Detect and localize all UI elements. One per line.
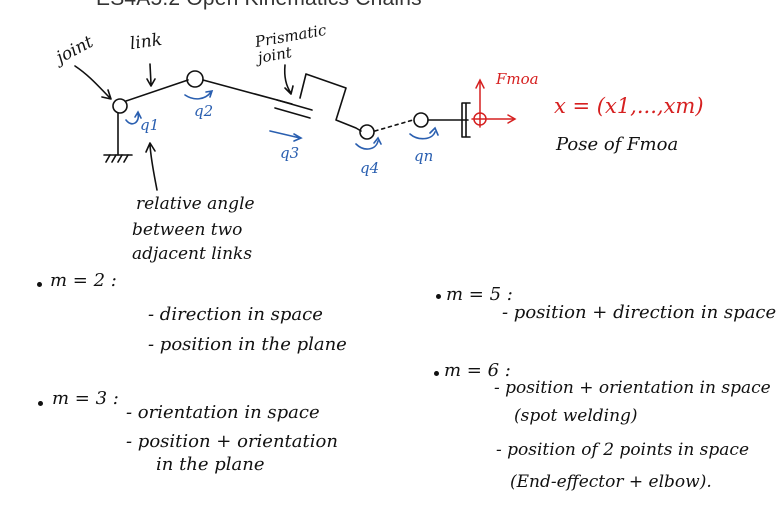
joint-2 bbox=[186, 70, 204, 88]
label-q1: q1 bbox=[140, 116, 160, 134]
link-1 bbox=[125, 79, 189, 102]
label-pose-text: Pose of Fmoa bbox=[556, 134, 679, 155]
label-qn: qn bbox=[414, 147, 434, 165]
label-q2: q2 bbox=[194, 102, 214, 120]
note-m6-item-1: - position + orientation in space bbox=[494, 378, 771, 398]
q1-rotation-arrow bbox=[125, 110, 142, 125]
q2-rotation-arrow bbox=[184, 89, 214, 100]
angle-pointer-arrow bbox=[145, 142, 158, 191]
note-m6-item-4: (End-effector + elbow). bbox=[510, 472, 712, 492]
q3-translation-arrow bbox=[269, 130, 303, 142]
note-m6-item-3: - position of 2 points in space bbox=[496, 440, 750, 460]
note-m2-item-1: - direction in space bbox=[148, 304, 323, 325]
label-q3: q3 bbox=[280, 144, 300, 162]
q4-rotation-arrow bbox=[355, 136, 382, 150]
qn-rotation-arrow bbox=[409, 126, 439, 140]
bullet-m2 bbox=[37, 282, 42, 287]
bullet-m3 bbox=[38, 401, 43, 406]
page-title: ES4A5.2 Open Kinematics Chains bbox=[96, 0, 422, 11]
ground-hatch bbox=[105, 154, 129, 163]
end-frame-x-arrowhead bbox=[507, 114, 517, 124]
note-m3-item-1: - orientation in space bbox=[126, 402, 320, 423]
note-m6-item-2: (spot welding) bbox=[514, 406, 638, 426]
label-link: link bbox=[128, 29, 164, 55]
label-relative-angle-2: between two bbox=[132, 220, 243, 240]
end-effector bbox=[461, 102, 471, 138]
note-m5-heading: m = 5 : bbox=[446, 284, 513, 305]
joint-4 bbox=[359, 124, 375, 140]
bullet-m5 bbox=[436, 294, 441, 299]
prismatic-rail-1 bbox=[276, 99, 313, 111]
joint-pointer-arrow bbox=[74, 65, 112, 100]
note-m2-item-2: - position in the plane bbox=[148, 334, 347, 355]
label-relative-angle-3: adjacent links bbox=[132, 244, 253, 264]
note-m6-heading: m = 6 : bbox=[444, 360, 511, 381]
prismatic-pointer-arrow bbox=[283, 64, 294, 95]
label-relative-angle-1: relative angle bbox=[136, 194, 255, 214]
link-pointer-arrow bbox=[146, 63, 156, 87]
note-m5-item-1: - position + direction in space bbox=[502, 302, 777, 323]
label-q4: q4 bbox=[360, 159, 380, 177]
note-m3-item-2: - position + orientation bbox=[126, 431, 338, 452]
label-force-frame: Fmoa bbox=[496, 70, 539, 88]
end-frame-y-arrowhead bbox=[475, 78, 485, 89]
bullet-m6 bbox=[434, 371, 439, 376]
joint-1 bbox=[112, 98, 128, 114]
label-pose-equation: x = (x1,...,xm) bbox=[554, 94, 704, 118]
note-m3-item-3: in the plane bbox=[156, 454, 265, 475]
link-dashed bbox=[374, 119, 414, 132]
note-m2-heading: m = 2 : bbox=[50, 270, 117, 291]
prismatic-body bbox=[299, 73, 362, 132]
note-m3-heading: m = 3 : bbox=[52, 388, 119, 409]
joint-n bbox=[413, 112, 429, 128]
prismatic-rail-2 bbox=[274, 107, 311, 119]
